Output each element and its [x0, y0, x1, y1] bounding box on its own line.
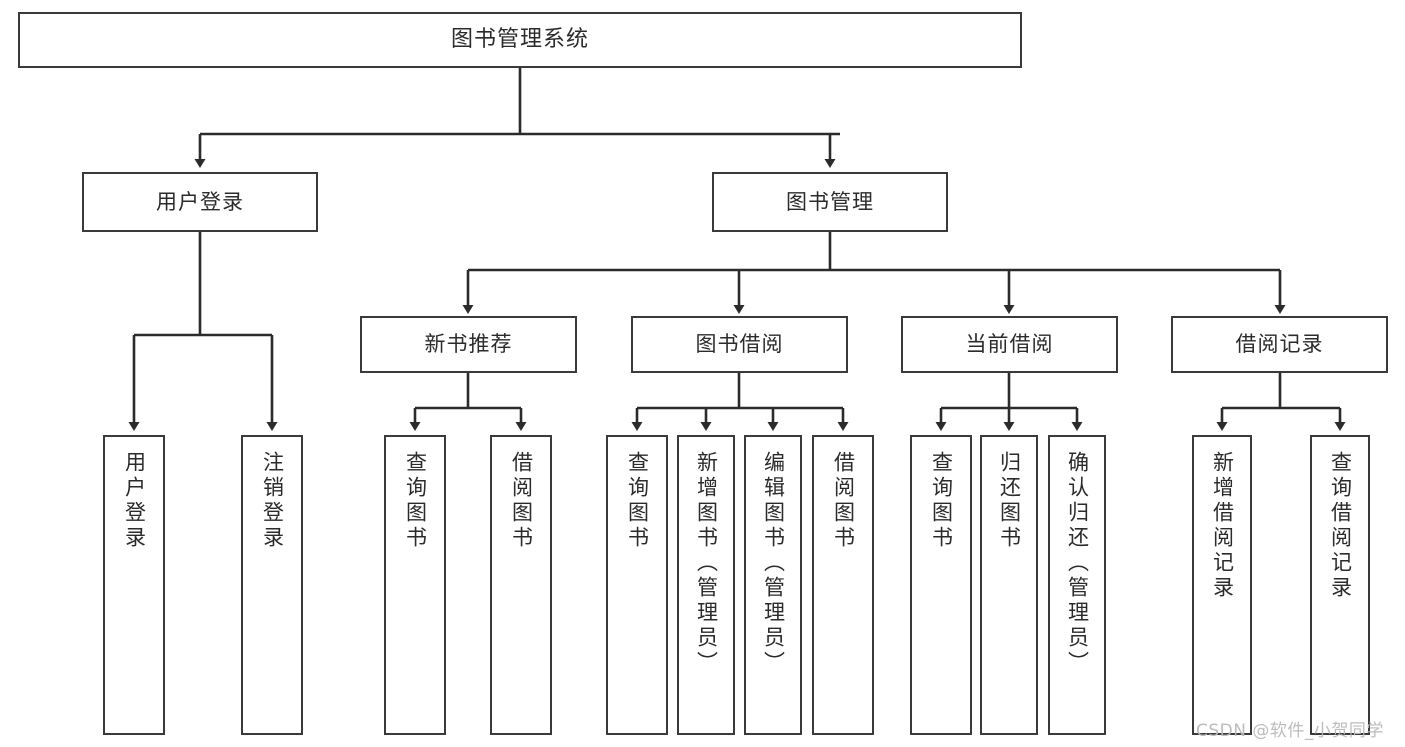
node-new-book-recommend[interactable]: 新书推荐: [360, 316, 577, 373]
leaf-cb-query-book[interactable]: 查询图书: [910, 435, 972, 735]
node-label: 借阅记录: [1235, 332, 1324, 357]
leaf-nb-borrow-book[interactable]: 借阅图书: [490, 435, 552, 735]
node-label: 借阅图书: [509, 451, 534, 551]
leaf-bb-query-book[interactable]: 查询图书: [606, 435, 668, 735]
node-root-system[interactable]: 图书管理系统: [18, 12, 1022, 68]
node-label: 图书管理系统: [450, 27, 589, 53]
leaf-bb-add-book[interactable]: 新增图书（管理员）: [677, 435, 735, 735]
node-user-login[interactable]: 用户登录: [82, 172, 318, 232]
leaf-cb-confirm-return[interactable]: 确认归还（管理员）: [1048, 435, 1106, 735]
node-label: 注销登录: [260, 451, 285, 551]
leaf-user-login[interactable]: 用户登录: [103, 435, 165, 735]
node-label: 新书推荐: [424, 332, 513, 357]
node-label: 图书管理: [786, 189, 874, 214]
node-label: 查询图书: [403, 451, 428, 551]
watermark-text: CSDN @软件_小贺同学: [1196, 721, 1384, 741]
node-label: 查询图书: [625, 451, 650, 551]
node-book-management[interactable]: 图书管理: [712, 172, 948, 232]
node-label: 新增图书（管理员）: [694, 451, 719, 676]
node-label: 编辑图书（管理员）: [761, 451, 786, 676]
node-label: 查询借阅记录: [1328, 451, 1353, 601]
leaf-logout[interactable]: 注销登录: [241, 435, 303, 735]
node-label: 新增借阅记录: [1210, 451, 1235, 601]
leaf-bb-borrow-book[interactable]: 借阅图书: [812, 435, 874, 735]
node-label: 查询图书: [929, 451, 954, 551]
node-label: 归还图书: [997, 451, 1022, 551]
node-label: 图书借阅: [695, 332, 784, 357]
node-book-borrow[interactable]: 图书借阅: [631, 316, 848, 373]
node-label: 用户登录: [122, 451, 147, 551]
node-label: 用户登录: [156, 189, 244, 214]
node-label: 当前借阅: [965, 332, 1054, 357]
node-label: 确认归还（管理员）: [1065, 451, 1090, 676]
leaf-br-add-record[interactable]: 新增借阅记录: [1192, 435, 1252, 735]
node-current-borrow[interactable]: 当前借阅: [901, 316, 1118, 373]
node-label: 借阅图书: [831, 451, 856, 551]
node-borrow-record[interactable]: 借阅记录: [1171, 316, 1388, 373]
leaf-bb-edit-book[interactable]: 编辑图书（管理员）: [744, 435, 802, 735]
leaf-cb-return-book[interactable]: 归还图书: [980, 435, 1038, 735]
leaf-br-query-record[interactable]: 查询借阅记录: [1310, 435, 1370, 735]
leaf-nb-query-book[interactable]: 查询图书: [384, 435, 446, 735]
